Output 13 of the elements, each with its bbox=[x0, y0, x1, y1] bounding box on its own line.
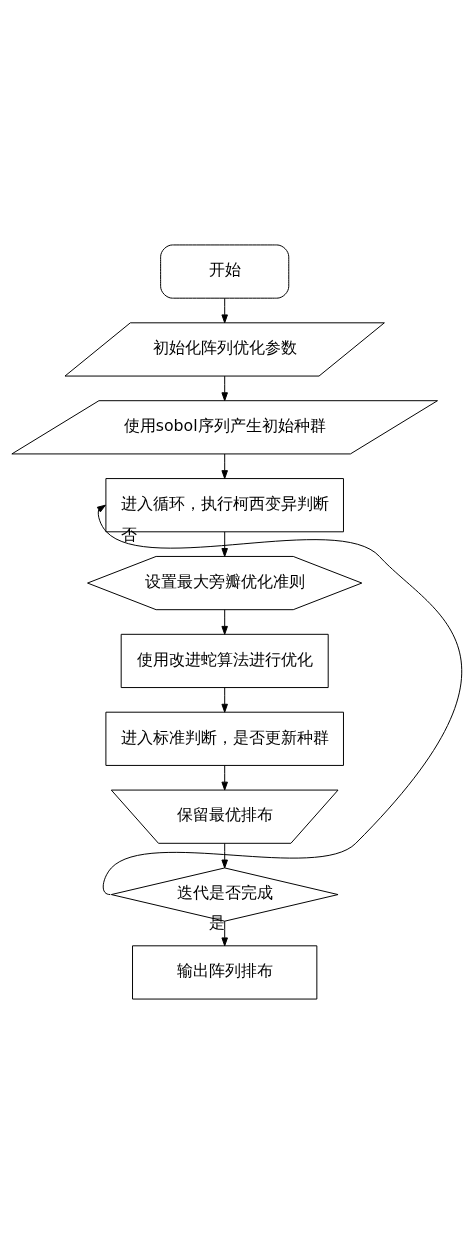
arrow bbox=[221, 530, 228, 557]
arrow bbox=[221, 453, 228, 479]
node-box: 开始 bbox=[160, 243, 290, 299]
node-box: 进入标准判断，是否更新种群 bbox=[105, 711, 344, 766]
node-box: 使用改进蛇算法进行优化 bbox=[120, 633, 329, 688]
arrow bbox=[221, 686, 228, 713]
arrow bbox=[221, 764, 228, 791]
arrow bbox=[221, 608, 228, 635]
arrow bbox=[221, 842, 228, 868]
arrow bbox=[221, 920, 228, 946]
node-box: 输出阵列排布 bbox=[132, 944, 318, 1000]
arrow bbox=[221, 375, 228, 401]
arrow bbox=[221, 297, 228, 323]
